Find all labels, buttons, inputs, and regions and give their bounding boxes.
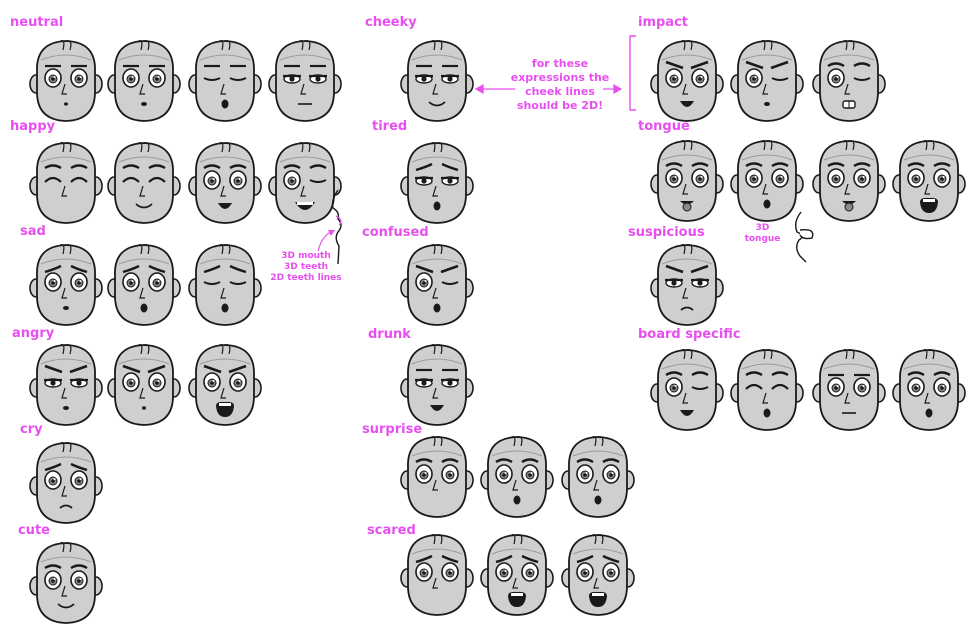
label-angry: angry [12, 326, 55, 341]
face-neutral-3 [268, 36, 342, 124]
label-neutral: neutral [10, 15, 64, 30]
label-suspicious: suspicious [628, 225, 705, 240]
label-cute: cute [18, 523, 50, 538]
face-impact-26 [650, 36, 724, 124]
face-board-specific-37 [892, 345, 966, 433]
face-sad-10 [188, 240, 262, 328]
label-confused: confused [362, 225, 429, 240]
face-tongue-31 [812, 136, 886, 224]
face-sad-9 [107, 240, 181, 328]
face-happy-6 [188, 138, 262, 226]
face-suspicious-33 [650, 240, 724, 328]
face-surprise-21 [480, 432, 554, 520]
face-impact-28 [812, 36, 886, 124]
label-impact: impact [638, 15, 689, 30]
face-tired-17 [400, 138, 474, 226]
face-neutral-1 [107, 36, 181, 124]
label-surprise: surprise [362, 422, 423, 437]
label-scared: scared [367, 523, 416, 538]
face-scared-23 [400, 530, 474, 618]
label-tongue: tongue [638, 119, 690, 134]
label-happy: happy [10, 119, 56, 134]
face-scared-24 [480, 530, 554, 618]
label-board-specific: board specific [638, 327, 741, 342]
face-neutral-2 [188, 36, 262, 124]
face-angry-13 [188, 340, 262, 428]
face-happy-4 [29, 138, 103, 226]
face-board-specific-35 [730, 345, 804, 433]
face-scared-25 [561, 530, 635, 618]
face-drunk-19 [400, 340, 474, 428]
face-tongue-29 [650, 136, 724, 224]
curved-arrow-icon [317, 231, 332, 252]
face-cheeky-16 [400, 36, 474, 124]
face-happy-7 [268, 138, 342, 226]
bracket-icon [629, 35, 636, 111]
face-impact-27 [730, 36, 804, 124]
face-board-specific-34 [650, 345, 724, 433]
face-surprise-22 [561, 432, 635, 520]
face-confused-18 [400, 240, 474, 328]
face-cute-15 [29, 538, 103, 626]
face-angry-12 [107, 340, 181, 428]
face-surprise-20 [400, 432, 474, 520]
note-cheek-lines: for these expressions the cheek lines sh… [510, 57, 610, 112]
face-board-specific-36 [812, 345, 886, 433]
label-cheeky: cheeky [365, 15, 417, 30]
face-happy-5 [107, 138, 181, 226]
face-angry-11 [29, 340, 103, 428]
face-neutral-0 [29, 36, 103, 124]
label-cry: cry [20, 422, 43, 437]
label-sad: sad [20, 224, 46, 239]
label-drunk: drunk [368, 327, 411, 342]
face-sad-8 [29, 240, 103, 328]
label-tired: tired [372, 119, 408, 134]
curved-arrow-head-icon [328, 230, 335, 236]
face-tongue-32 [892, 136, 966, 224]
note-3d-tongue: 3D tongue [744, 223, 781, 244]
face-tongue-30 [730, 136, 804, 224]
face-cry-14 [29, 438, 103, 526]
note-3d-mouth: 3D mouth 3D teeth 2D teeth lines [270, 251, 342, 283]
